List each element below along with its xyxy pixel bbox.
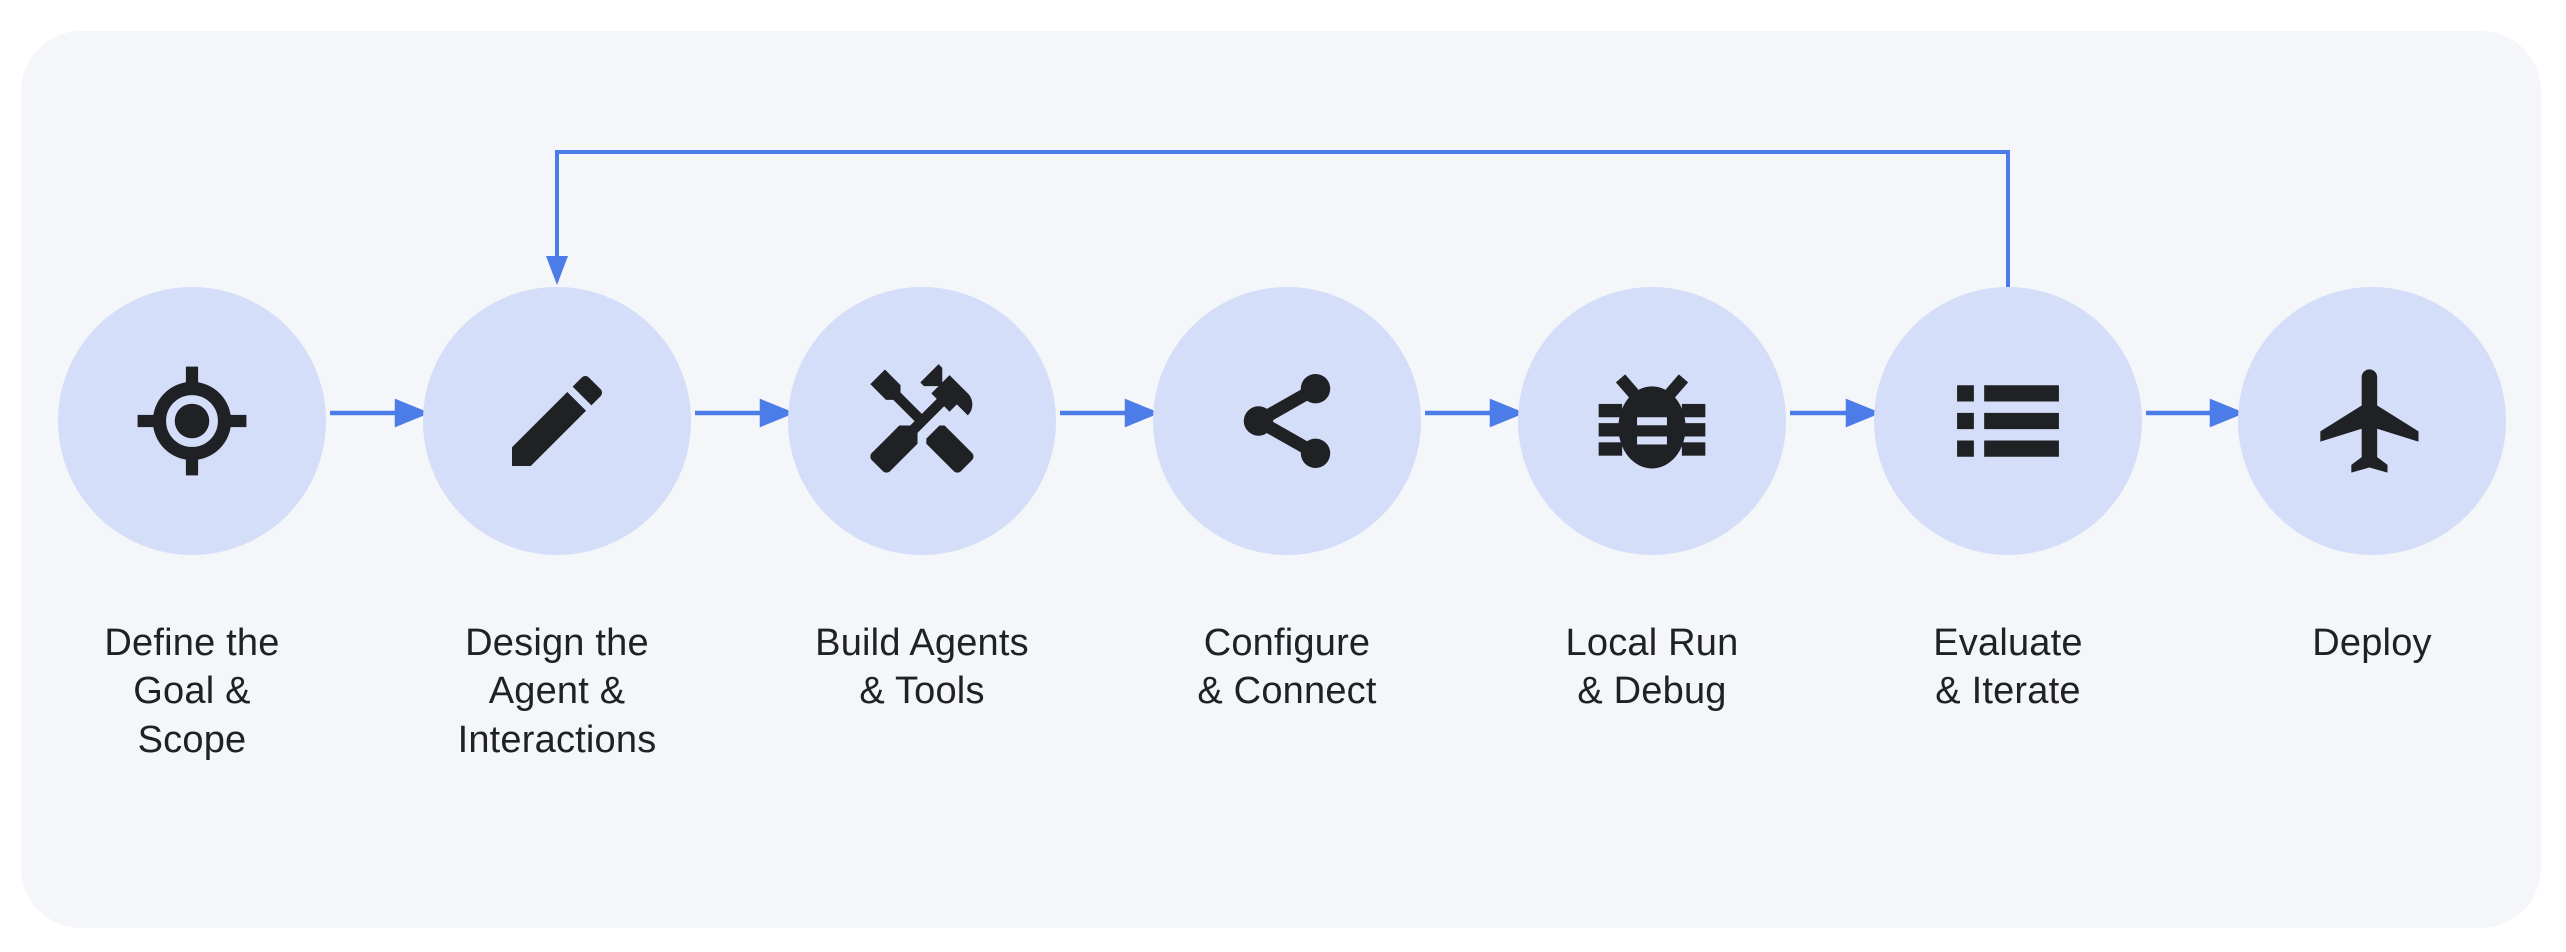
share-icon bbox=[1243, 373, 1331, 469]
stage-circle bbox=[1874, 287, 2142, 555]
stage-label: Local Run & Debug bbox=[1565, 622, 1739, 713]
stage-circle bbox=[788, 287, 1056, 555]
stage-build-agents: Build Agents & Tools bbox=[752, 287, 1092, 716]
stage-label: Define the Goal & Scope bbox=[104, 622, 280, 761]
hammer-wrench-icon bbox=[870, 364, 974, 473]
stage-label: Design the Agent & Interactions bbox=[457, 622, 657, 761]
stage-deploy: Deploy bbox=[2202, 287, 2542, 667]
stage-define-goal: Define the Goal & Scope bbox=[22, 287, 362, 764]
airplane-icon bbox=[2320, 369, 2419, 473]
pencil-icon bbox=[512, 375, 603, 466]
target-icon bbox=[137, 366, 247, 476]
stage-circle bbox=[2238, 287, 2506, 555]
stage-circle bbox=[1518, 287, 1786, 555]
stage-configure-connect: Configure & Connect bbox=[1117, 287, 1457, 716]
stage-evaluate-iterate: Evaluate & Iterate bbox=[1838, 287, 2178, 716]
stage-circle bbox=[58, 287, 326, 555]
stage-design-agent: Design the Agent & Interactions bbox=[387, 287, 727, 764]
stage-local-run-debug: Local Run & Debug bbox=[1482, 287, 1822, 716]
stage-label: Build Agents & Tools bbox=[815, 622, 1029, 713]
bug-icon bbox=[1598, 374, 1706, 469]
stage-label: Evaluate & Iterate bbox=[1933, 622, 2083, 713]
list-icon bbox=[1957, 385, 2059, 457]
stage-circle bbox=[423, 287, 691, 555]
stage-label: Deploy bbox=[2312, 622, 2432, 664]
stage-label: Configure & Connect bbox=[1197, 622, 1377, 713]
stage-circle bbox=[1153, 287, 1421, 555]
